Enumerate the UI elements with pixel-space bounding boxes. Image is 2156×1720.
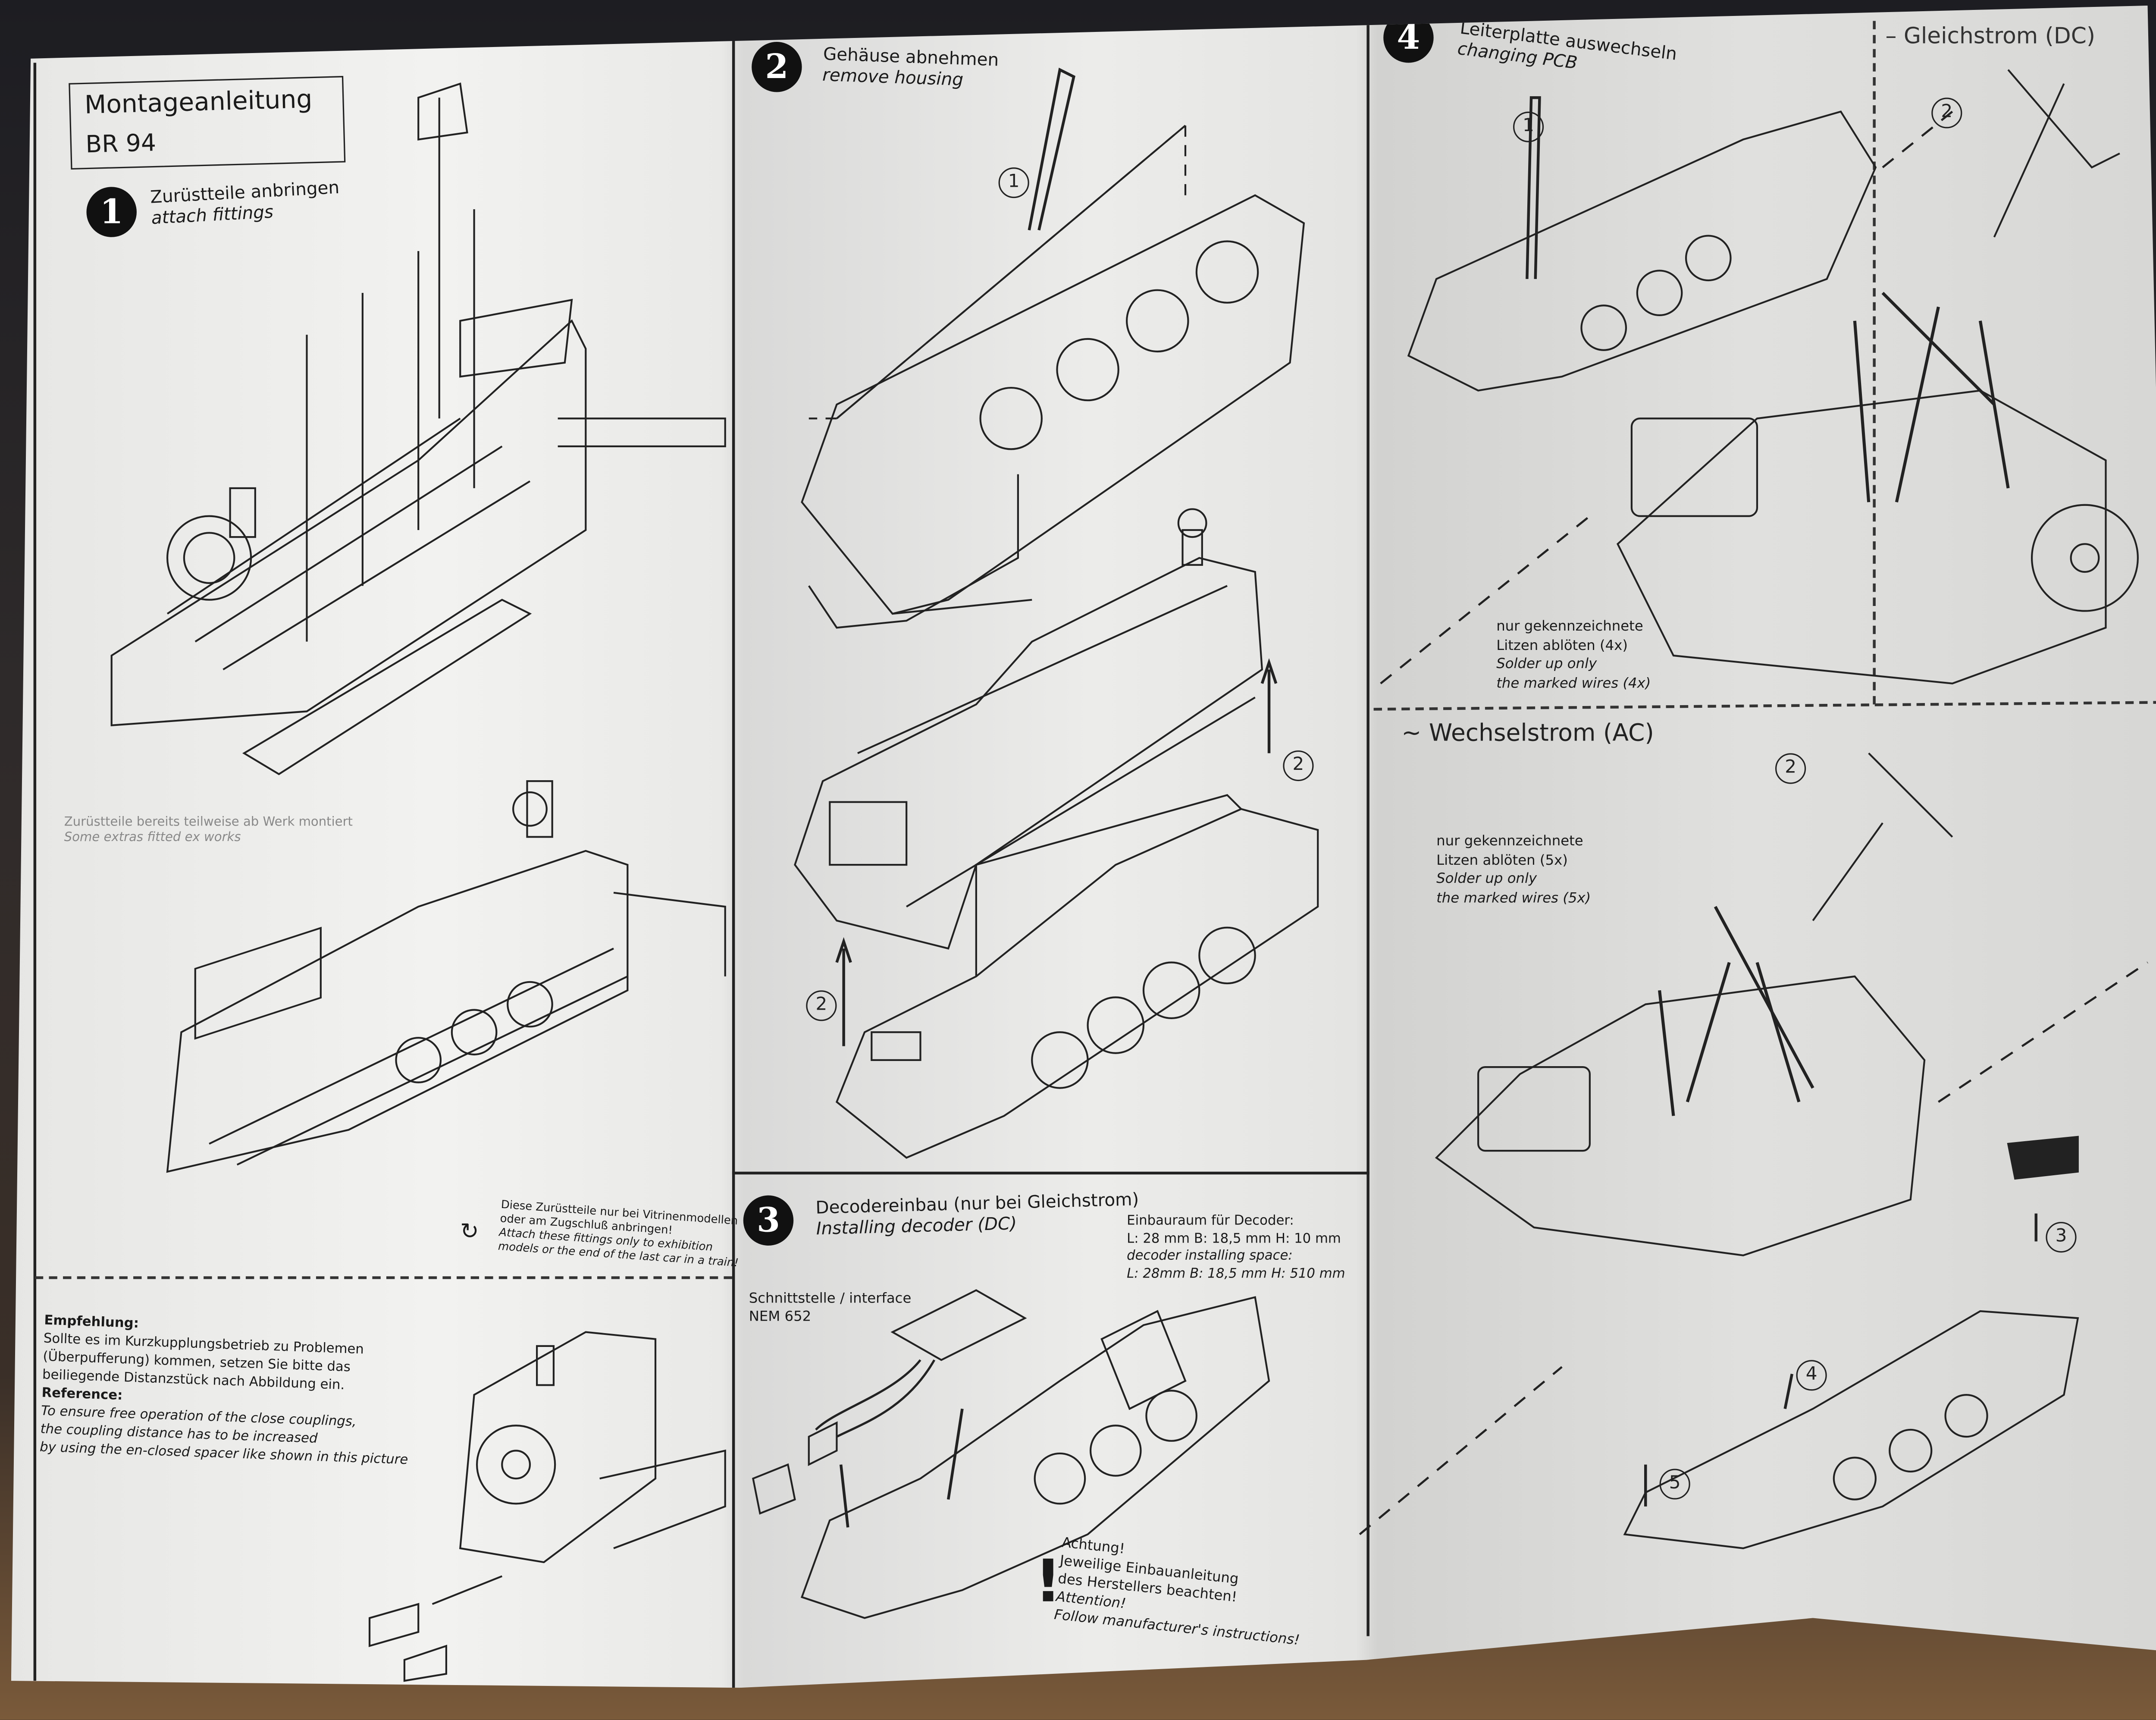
spec-line: decoder installing space: (1127, 1248, 1293, 1264)
document-title: Montageanleitung (84, 85, 313, 121)
ac-wiring-drawing (1435, 752, 1953, 1256)
callout-2: 2 (1283, 750, 1314, 782)
spec-line: L: 28mm B: 18,5 mm H: 510 mm (1127, 1265, 1345, 1281)
note-line: Litzen ablöten (4x) (1496, 638, 1628, 654)
step-1-badge: 1 (86, 187, 137, 237)
decoder-space-spec: Einbauraum für Decoder: L: 28 mm B: 18,5… (1127, 1214, 1345, 1284)
housing-body-drawing (794, 508, 1278, 1046)
housing-removed-drawing (801, 67, 1305, 629)
step-3-badge: 3 (743, 1195, 794, 1246)
chassis-drawing (835, 794, 1319, 1159)
pcb-change-drawing (1407, 96, 1877, 392)
panel-divider (732, 1171, 1369, 1175)
dashed-divider (34, 1276, 732, 1279)
step-4-badge: 4 (1383, 13, 1434, 63)
note-line: the marked wires (5x) (1436, 890, 1591, 906)
step-2-badge: 2 (752, 42, 802, 92)
locomotive-assembled-drawing (166, 780, 726, 1173)
model-name: BR 94 (85, 129, 157, 160)
callout-1: 1 (1513, 111, 1544, 142)
interface-name: Schnittstelle / interface (749, 1291, 912, 1307)
title-box: Montageanleitung BR 94 (69, 76, 346, 170)
warning-icon: ! (1034, 1547, 1062, 1616)
callout-1: 1 (998, 167, 1029, 198)
dc-wiring-drawing (1616, 69, 2139, 684)
ac-solder-note: nur gekennzeichnete Litzen ablöten (5x) … (1436, 833, 1591, 908)
locomotive-front-spacer-drawing (368, 1331, 726, 1682)
ac-chassis-drawing (1623, 1136, 2079, 1549)
fitting-icon: ↻ (460, 1218, 479, 1244)
ac-section-title: ~ Wechselstrom (AC) (1401, 719, 1654, 748)
note-line: Solder up only (1436, 872, 1537, 887)
spec-line: L: 28 mm B: 18,5 mm H: 10 mm (1127, 1231, 1341, 1246)
note-line: the marked wires (4x) (1496, 675, 1651, 691)
decoder-install-drawing (752, 1289, 1270, 1619)
note-line: Some extras fitted ex works (64, 831, 241, 845)
interface-standard: NEM 652 (749, 1309, 812, 1325)
step-2-heading: Gehäuse abnehmen remove housing (822, 43, 1000, 91)
note-line: Solder up only (1496, 657, 1597, 672)
note-line: Litzen ablöten (5x) (1436, 853, 1568, 869)
panel-divider (1366, 11, 1369, 1636)
callout-5: 5 (1659, 1469, 1690, 1500)
panel-border (33, 63, 36, 1681)
interface-label: Schnittstelle / interface NEM 652 (749, 1290, 912, 1327)
callout-2: 2 (1931, 97, 1962, 129)
dc-section-title: – Gleichstrom (DC) (1885, 22, 2096, 49)
step-3-heading: Decodereinbau (nur bei Gleichstrom) Inst… (815, 1188, 1140, 1239)
panel-divider (732, 28, 735, 1688)
note-line: nur gekennzeichnete (1496, 619, 1643, 635)
callout-2: 2 (1775, 753, 1806, 784)
spec-line: Einbauraum für Decoder: (1127, 1213, 1294, 1229)
locomotive-exploded-drawing (110, 82, 726, 775)
note-line: nur gekennzeichnete (1436, 834, 1583, 850)
factory-fitted-note: Zurüstteile bereits teilweise ab Werk mo… (64, 816, 353, 847)
recommendation-block: Empfehlung: Sollte es im Kurzkupplungsbe… (39, 1312, 413, 1469)
callout-2: 2 (806, 990, 837, 1021)
callout-3: 3 (2046, 1222, 2077, 1253)
note-line: Zurüstteile bereits teilweise ab Werk mo… (64, 816, 353, 830)
callout-4: 4 (1796, 1360, 1827, 1391)
dc-solder-note: nur gekennzeichnete Litzen ablöten (4x) … (1496, 618, 1651, 694)
